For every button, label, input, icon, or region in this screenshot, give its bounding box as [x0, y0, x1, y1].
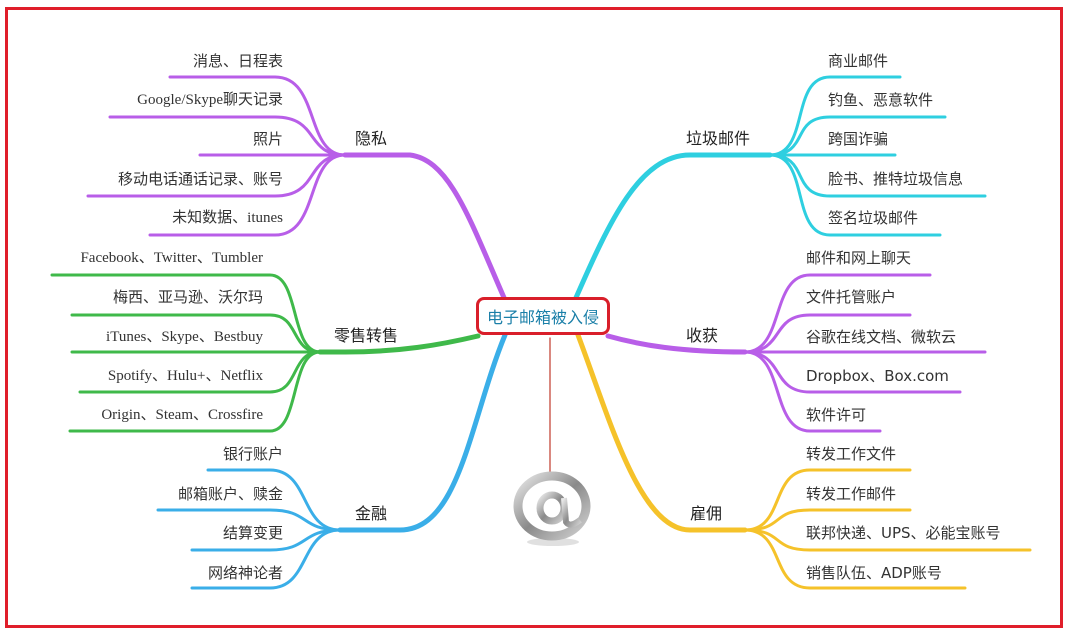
connector-spam: [768, 153, 942, 237]
connector-retail: [70, 313, 322, 354]
leaf-privacy[interactable]: 未知数据、itunes: [172, 210, 283, 226]
connector-retail: [50, 273, 322, 354]
branch-spam[interactable]: 垃圾邮件: [686, 129, 751, 148]
connector-harvest: [743, 273, 932, 354]
connector-employment: [743, 528, 967, 590]
at-sign-icon: [513, 471, 591, 546]
leaf-harvest[interactable]: 软件许可: [806, 406, 867, 424]
connector-privacy: [148, 153, 347, 237]
leaf-employment[interactable]: 联邦快递、UPS、必能宝账号: [806, 524, 1001, 542]
leaf-spam[interactable]: 跨国诈骗: [828, 130, 889, 148]
leaf-privacy[interactable]: 移动电话通话记录、账号: [117, 170, 283, 188]
central-topic-label: 电子邮箱被入侵: [486, 308, 599, 327]
leaf-retail[interactable]: 梅西、亚马逊、沃尔玛: [112, 288, 263, 306]
leaf-spam[interactable]: 签名垃圾邮件: [828, 209, 919, 227]
leaf-harvest[interactable]: Dropbox、Box.com: [806, 367, 949, 385]
outer-frame: [5, 7, 1063, 628]
leaf-finance[interactable]: 银行账户: [222, 445, 283, 463]
trunk-retail: [317, 333, 481, 355]
leaf-finance[interactable]: 网络神论者: [207, 564, 283, 582]
connector-privacy: [168, 75, 347, 157]
leaf-retail[interactable]: iTunes、Skype、Bestbuy: [106, 329, 263, 345]
leaf-harvest[interactable]: 文件托管账户: [806, 288, 897, 306]
leaf-employment[interactable]: 转发工作邮件: [806, 485, 897, 503]
branch-employment[interactable]: 雇佣: [690, 504, 723, 523]
central-topic[interactable]: 电子邮箱被入侵: [476, 297, 610, 335]
connector-spam: [768, 75, 902, 157]
leaf-employment[interactable]: 转发工作文件: [806, 445, 897, 463]
leaf-harvest[interactable]: 邮件和网上聊天: [806, 249, 912, 267]
leaf-privacy[interactable]: Google/Skype聊天记录: [137, 92, 283, 108]
leaf-spam[interactable]: 脸书、推特垃圾信息: [828, 170, 964, 188]
branch-finance[interactable]: 金融: [355, 504, 388, 523]
leaf-retail[interactable]: Facebook、Twitter、Tumbler: [80, 250, 263, 266]
leaf-employment[interactable]: 销售队伍、ADP账号: [806, 564, 942, 582]
connector-employment: [743, 508, 912, 532]
trunk-spam: [572, 152, 773, 303]
connector-finance: [206, 468, 342, 532]
branch-harvest[interactable]: 收获: [686, 326, 719, 345]
leaf-spam[interactable]: 商业邮件: [828, 52, 889, 70]
connector-retail: [68, 350, 322, 433]
branch-privacy[interactable]: 隐私: [355, 129, 388, 148]
leaf-finance[interactable]: 结算变更: [222, 524, 283, 542]
connector-harvest: [743, 313, 912, 354]
leaf-retail[interactable]: Origin、Steam、Crossfire: [101, 407, 263, 423]
leaf-retail[interactable]: Spotify、Hulu+、Netflix: [107, 368, 263, 384]
leaf-privacy[interactable]: 消息、日程表: [192, 52, 283, 70]
leaf-finance[interactable]: 邮箱账户、赎金: [177, 485, 283, 503]
leaf-harvest[interactable]: 谷歌在线文档、微软云: [806, 328, 957, 346]
connector-harvest: [743, 350, 882, 433]
trunk-finance: [337, 332, 508, 533]
trunk-harvest: [605, 333, 748, 355]
connector-spam: [768, 115, 947, 157]
connector-finance: [190, 528, 342, 590]
leaf-spam[interactable]: 钓鱼、恶意软件: [828, 91, 934, 109]
branch-retail[interactable]: 零售转售: [334, 326, 399, 345]
connector-finance: [156, 508, 342, 532]
trunk-privacy: [342, 152, 508, 303]
leaf-privacy[interactable]: 照片: [252, 130, 283, 148]
connector-privacy: [108, 115, 347, 157]
trunk-employment: [575, 332, 748, 533]
connector-employment: [743, 468, 912, 532]
